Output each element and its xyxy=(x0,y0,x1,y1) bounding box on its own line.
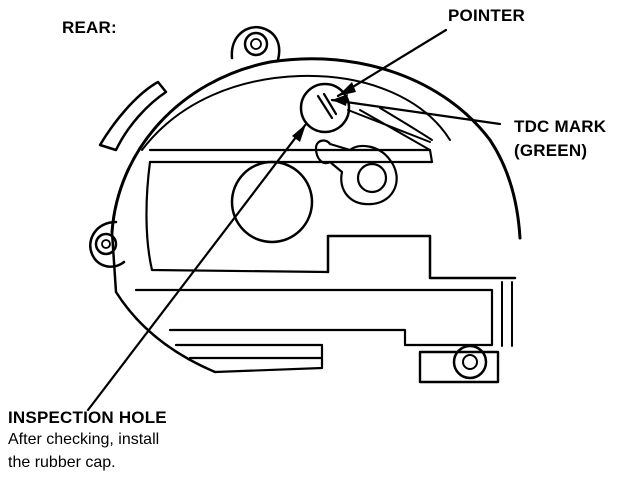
pulley-opening xyxy=(230,160,314,244)
tdc-color-label: (GREEN) xyxy=(514,141,588,160)
view-label: REAR: xyxy=(62,18,117,37)
block-step xyxy=(326,234,517,280)
pointer-arrowhead xyxy=(338,82,356,96)
note-line-1: After checking, install xyxy=(8,431,160,448)
lower-bolt-center xyxy=(462,354,478,370)
top-bolt-icon xyxy=(243,31,269,57)
note-line-2: the rubber cap. xyxy=(8,454,116,471)
tdc-mark-label: TDC MARK xyxy=(514,117,607,136)
window-rib xyxy=(347,109,431,143)
left-bolt-center xyxy=(101,239,111,249)
cover-outline xyxy=(110,57,522,240)
block-right-edge xyxy=(501,281,513,347)
tdc-arrowhead xyxy=(332,94,348,106)
inspection-leader xyxy=(86,122,308,412)
head-slant xyxy=(359,107,433,151)
head-band xyxy=(145,160,330,274)
tdc-pointer-mark xyxy=(316,92,338,120)
pointer-label: POINTER xyxy=(448,6,525,25)
top-bolt-center xyxy=(250,38,262,50)
left-mount-tab xyxy=(89,220,126,268)
cover-inner-outline xyxy=(141,74,451,151)
lower-bolt-housing xyxy=(418,350,500,384)
block-band-1 xyxy=(134,288,494,347)
cover-left-edge xyxy=(110,230,217,374)
pointer-leader xyxy=(336,28,448,98)
lower-bolt-icon xyxy=(452,344,488,380)
inspection-hole-label: INSPECTION HOLE xyxy=(8,408,167,427)
left-bolt-icon xyxy=(94,232,118,256)
block-band-3 xyxy=(188,356,324,374)
cover-flange xyxy=(98,80,168,152)
inspection-hole-window xyxy=(299,82,351,134)
inspection-arrowhead xyxy=(292,124,306,142)
keyhole-slot xyxy=(314,139,398,206)
keyhole-bolt xyxy=(356,162,388,194)
upper-rib xyxy=(148,148,434,164)
tdc-leader xyxy=(330,98,502,126)
top-mount-tab xyxy=(230,25,281,62)
block-band-2 xyxy=(168,328,407,360)
